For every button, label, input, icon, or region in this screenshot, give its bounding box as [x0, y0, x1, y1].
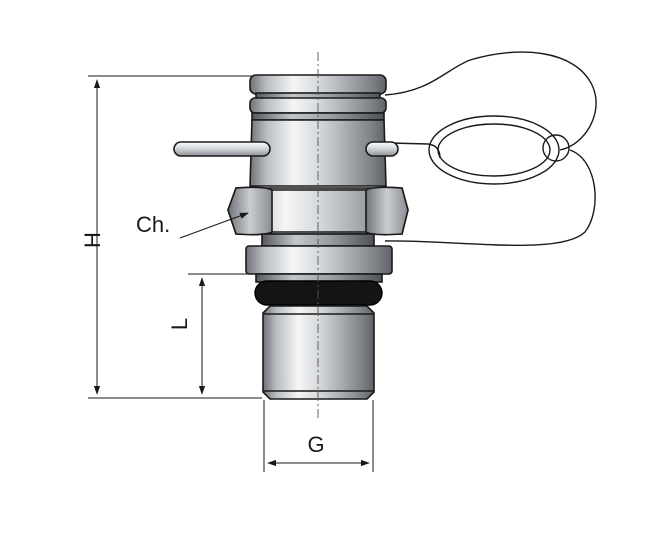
- lanyard-loop: [428, 115, 560, 185]
- locking-pin-left: [173, 141, 271, 157]
- lanyard-wire-upper: [384, 51, 597, 151]
- lanyard-wire-lower: [384, 149, 596, 246]
- threaded-spigot: [262, 305, 375, 400]
- h-label: H: [80, 232, 105, 248]
- hex-leader-arrow: [179, 212, 249, 239]
- o-ring-seal: [254, 280, 383, 306]
- lanyard-loop-inner: [437, 123, 551, 177]
- hex-nut: [227, 186, 409, 236]
- l-label: L: [167, 318, 192, 330]
- hex-label: Ch.: [136, 212, 170, 237]
- lanyard-wire-pin-link: [389, 142, 441, 159]
- collar: [245, 245, 393, 283]
- g-label: G: [307, 432, 324, 457]
- lanyard-ring: [542, 134, 570, 162]
- locking-pin-right: [365, 141, 399, 157]
